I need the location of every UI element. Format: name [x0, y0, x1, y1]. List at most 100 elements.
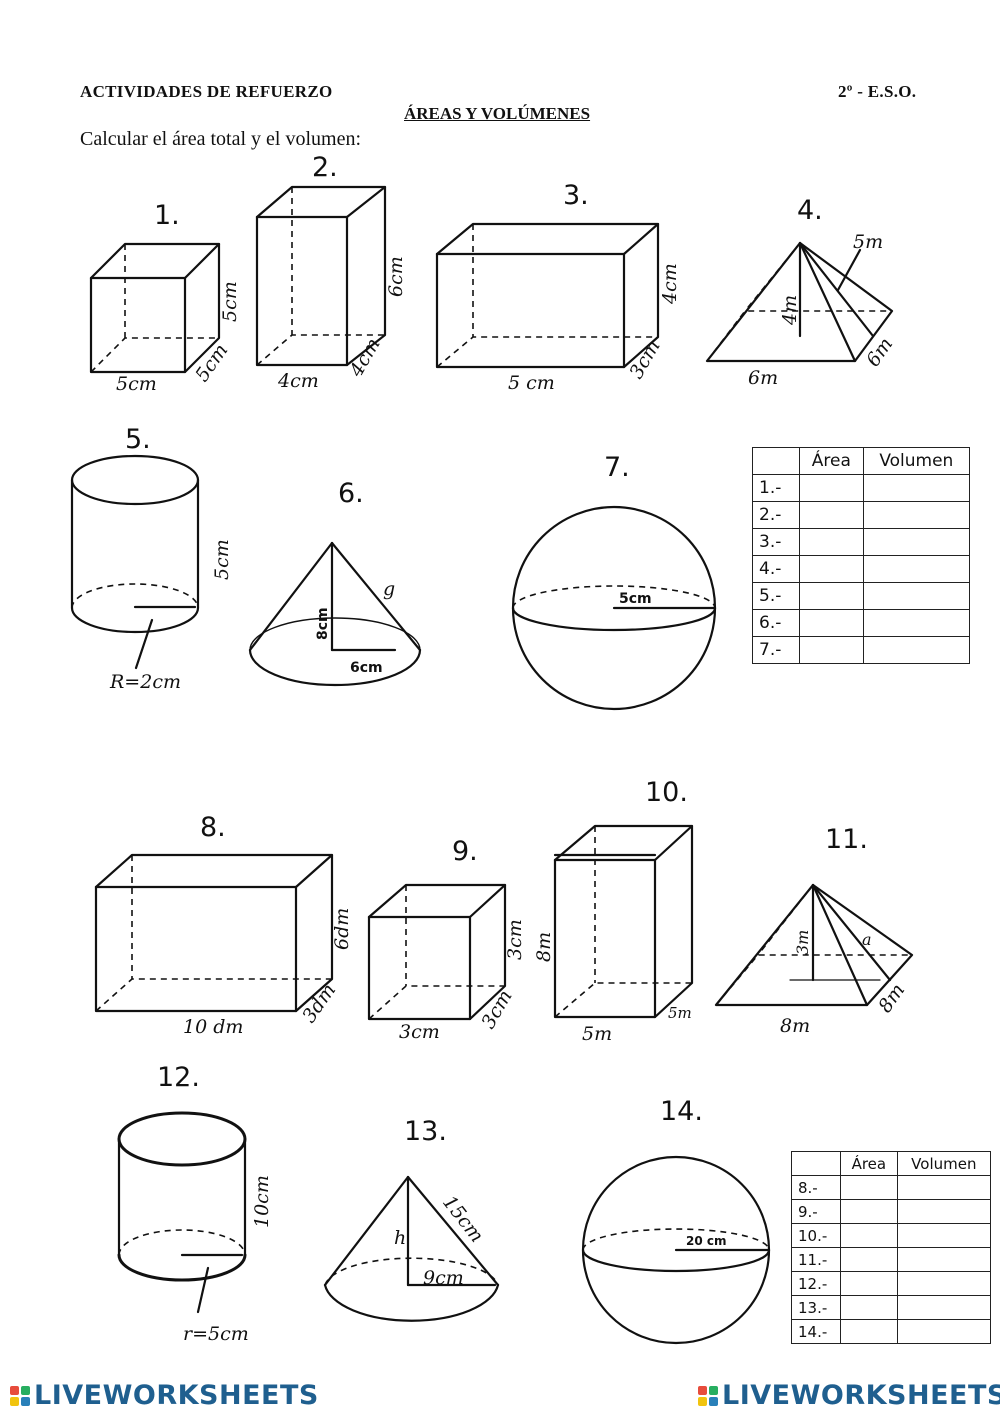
table2-row-label: 11.-	[791, 1247, 841, 1272]
fig3-label-width: 5 cm	[508, 372, 555, 394]
table1-row-label: 1.-	[752, 474, 800, 502]
figure-10-prism: 5m 5m 8m	[533, 824, 694, 1045]
answer-volume-8[interactable]	[896, 1175, 992, 1200]
table2-row-label: 8.-	[791, 1175, 841, 1200]
figure-number-8: 8.	[200, 812, 226, 843]
figure-number-11: 11.	[825, 824, 868, 855]
logo-mark-icon	[698, 1385, 718, 1406]
figure-number-12: 12.	[157, 1062, 200, 1093]
figure-12-cylinder: 10cm r=5cm	[117, 1111, 273, 1345]
figure-9-cube: 3cm 3cm 3cm	[367, 883, 526, 1043]
header-left: ACTIVIDADES DE REFUERZO	[80, 82, 333, 101]
figure-number-3: 3.	[563, 180, 589, 211]
fig5-label-height: 5cm	[211, 539, 233, 580]
answer-volume-9[interactable]	[896, 1199, 992, 1224]
logo-text: LIVEWORKSHEETS	[34, 1380, 319, 1411]
answer-volume-12[interactable]	[896, 1271, 992, 1296]
answer-volume-14[interactable]	[896, 1319, 992, 1344]
answer-volume-13[interactable]	[896, 1295, 992, 1320]
table1-row-label: 6.-	[752, 609, 800, 637]
figure-7-sphere: 5cm	[511, 505, 717, 711]
table2-header-area: Área	[840, 1151, 898, 1176]
answer-area-13[interactable]	[840, 1295, 898, 1320]
answer-table-2: Área Volumen 8.- 9.- 10.- 11.- 12.- 13.-…	[791, 1151, 992, 1344]
figure-number-1: 1.	[154, 200, 180, 231]
figure-number-10: 10.	[645, 777, 688, 808]
answer-volume-5[interactable]	[862, 582, 971, 610]
fig13-label-radius: 9cm	[423, 1267, 464, 1289]
fig5-label-radius: R=2cm	[109, 671, 181, 693]
table1-header-blank	[752, 447, 800, 475]
answer-area-9[interactable]	[840, 1199, 898, 1224]
table1-row-label: 4.-	[752, 555, 800, 583]
answer-area-8[interactable]	[840, 1175, 898, 1200]
fig4-label-depth: 6m	[862, 334, 897, 371]
figure-number-6: 6.	[338, 478, 364, 509]
fig10-label-depth: 5m	[668, 1004, 692, 1022]
liveworksheets-logo-right[interactable]: LIVEWORKSHEETS	[698, 1380, 1000, 1411]
figure-1-cube: 5cm 5cm 5cm	[89, 242, 241, 395]
table1-row-label: 3.-	[752, 528, 800, 556]
liveworksheets-logo-left[interactable]: LIVEWORKSHEETS	[10, 1380, 319, 1411]
answer-volume-10[interactable]	[896, 1223, 992, 1248]
answer-area-2[interactable]	[799, 501, 864, 529]
answer-area-10[interactable]	[840, 1223, 898, 1248]
fig10-label-width: 5m	[582, 1023, 612, 1045]
table2-row-label: 12.-	[791, 1271, 841, 1296]
fig2-label-height: 6cm	[385, 256, 407, 297]
answer-area-12[interactable]	[840, 1271, 898, 1296]
answer-volume-6[interactable]	[862, 609, 971, 637]
table2-header-volume: Volumen	[896, 1151, 992, 1176]
answer-volume-1[interactable]	[862, 474, 971, 502]
fig1-label-width: 5cm	[116, 373, 157, 395]
answer-table-1: Área Volumen 1.- 2.- 3.- 4.- 5.- 6.- 7.-	[752, 447, 971, 664]
table1-row-label: 7.-	[752, 636, 800, 664]
figure-number-9: 9.	[452, 836, 478, 867]
fig2-label-width: 4cm	[277, 370, 319, 392]
fig11-label-depth: 8m	[874, 980, 909, 1017]
fig4-label-apothem: 5m	[853, 231, 883, 253]
logo-text: LIVEWORKSHEETS	[722, 1380, 1000, 1411]
table1-row-label: 5.-	[752, 582, 800, 610]
figure-3-prism: 5 cm 3cm 4cm	[435, 222, 681, 394]
table1-row-label: 2.-	[752, 501, 800, 529]
fig11-label-height: 3m	[793, 930, 812, 955]
figure-11-pyramid: 8m 8m 3m a	[714, 883, 914, 1037]
figure-14-sphere: 20 cm	[581, 1155, 771, 1345]
figure-4-pyramid: 6m 6m 4m 5m	[705, 231, 897, 389]
fig1-label-height: 5cm	[219, 281, 241, 322]
answer-area-11[interactable]	[840, 1247, 898, 1272]
figure-number-7: 7.	[604, 452, 630, 483]
header-right: 2º - E.S.O.	[838, 82, 917, 101]
answer-area-4[interactable]	[799, 555, 864, 583]
answer-volume-7[interactable]	[862, 636, 971, 664]
fig6-label-generatrix: g	[383, 578, 395, 600]
fig4-label-height: 4m	[779, 295, 801, 326]
table2-row-label: 10.-	[791, 1223, 841, 1248]
answer-volume-11[interactable]	[896, 1247, 992, 1272]
fig10-label-height: 8m	[533, 932, 555, 962]
fig1-label-depth: 5cm	[191, 340, 232, 386]
figure-8-prism: 10 dm 3dm 6dm	[94, 853, 353, 1038]
fig7-label-radius: 5cm	[619, 591, 652, 607]
answer-area-7[interactable]	[799, 636, 864, 664]
answer-volume-4[interactable]	[862, 555, 971, 583]
answer-volume-2[interactable]	[862, 501, 971, 529]
answer-area-1[interactable]	[799, 474, 864, 502]
figure-number-13: 13.	[404, 1116, 447, 1147]
figure-5-cylinder: 5cm R=2cm	[70, 454, 233, 693]
figure-number-2: 2.	[312, 152, 338, 183]
fig8-label-width: 10 dm	[183, 1016, 243, 1038]
table1-header-volume: Volumen	[862, 447, 971, 475]
answer-area-14[interactable]	[840, 1319, 898, 1344]
answer-area-3[interactable]	[799, 528, 864, 556]
answer-volume-3[interactable]	[862, 528, 971, 556]
table1-header-area: Área	[799, 447, 864, 475]
answer-area-6[interactable]	[799, 609, 864, 637]
figure-number-5: 5.	[125, 424, 151, 455]
fig11-label-base: 8m	[780, 1015, 810, 1037]
fig12-label-height: 10cm	[251, 1175, 273, 1228]
answer-area-5[interactable]	[799, 582, 864, 610]
instruction: Calcular el área total y el volumen:	[80, 128, 361, 150]
